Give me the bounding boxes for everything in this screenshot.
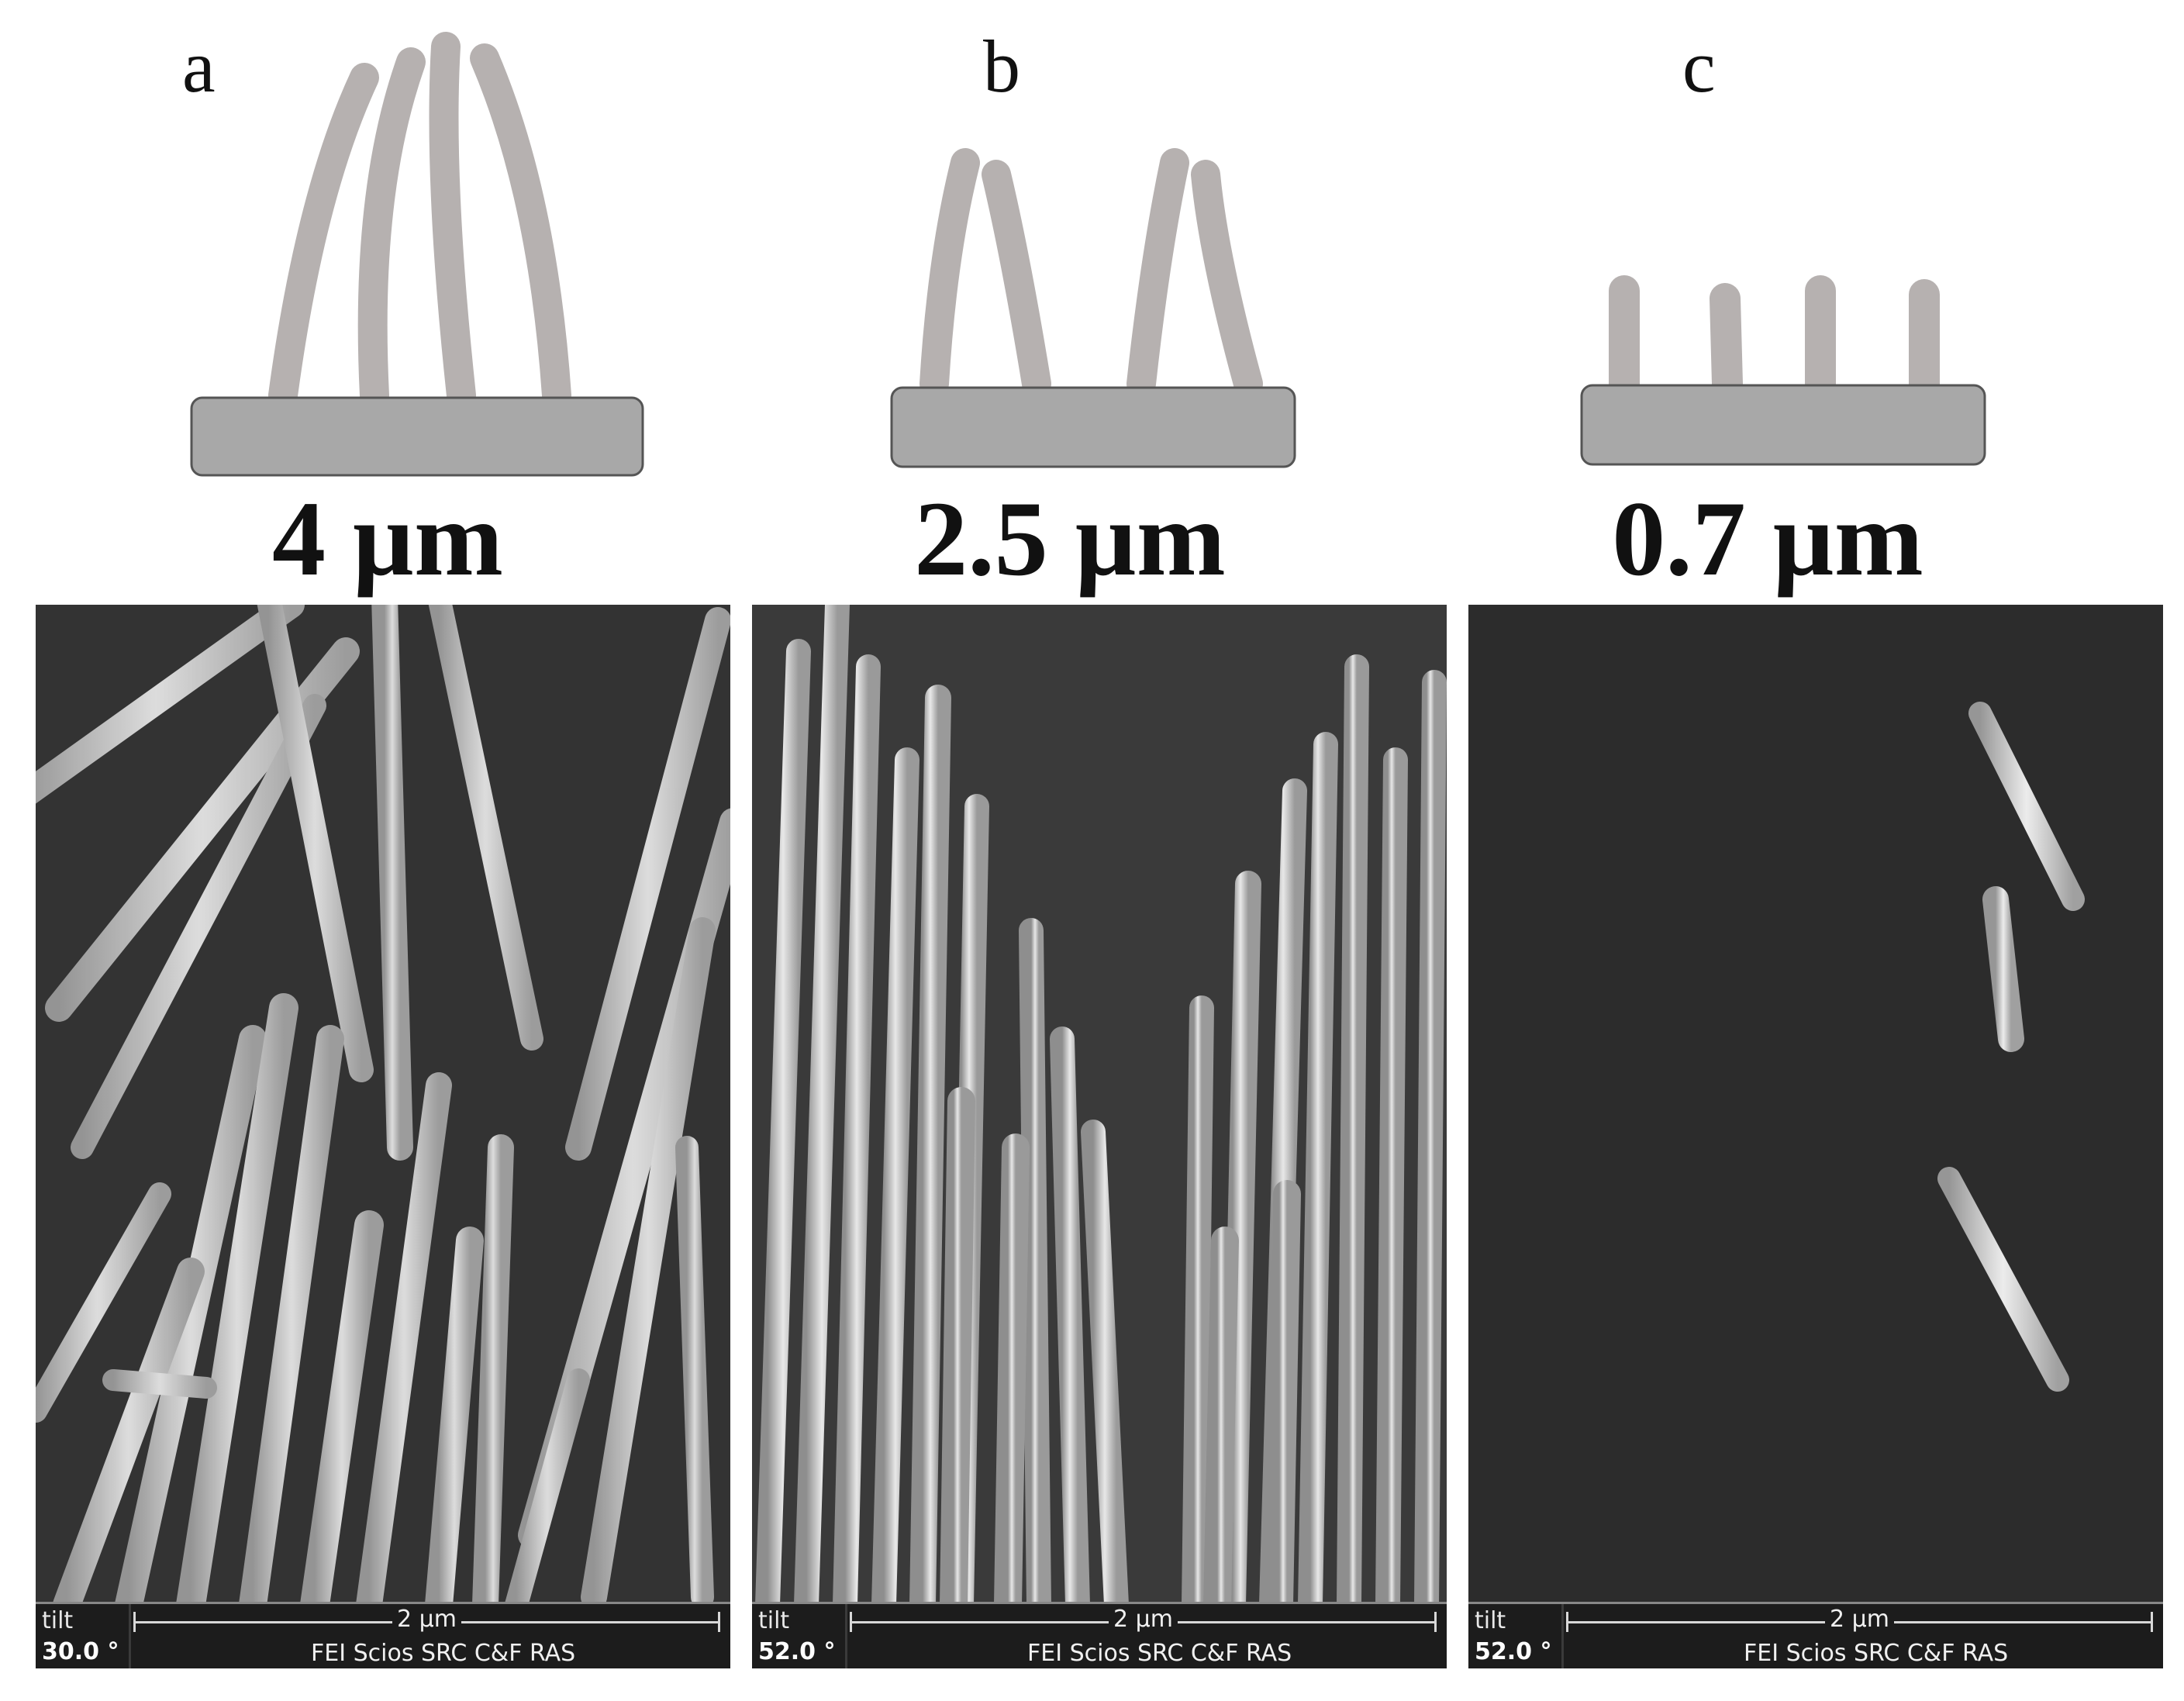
instrument-label: FEI Scios SRC C&F RAS <box>1027 1640 1292 1667</box>
scale-bar-end <box>718 1612 720 1632</box>
scale-bar-label: 2 µm <box>1109 1606 1178 1633</box>
scale-bar-label: 2 µm <box>1825 1606 1894 1633</box>
schematic-c <box>1580 275 1986 466</box>
scale-bar-end <box>2151 1612 2153 1632</box>
schematic-a <box>190 32 644 477</box>
wire-b-1 <box>919 148 980 399</box>
instrument-label: FEI Scios SRC C&F RAS <box>1744 1640 2009 1667</box>
info-divider <box>1561 1604 1564 1668</box>
scale-bar-start <box>133 1612 136 1632</box>
wire-c-2 <box>1710 283 1743 399</box>
panel-letter-b: b <box>983 25 1020 108</box>
wire-a-2 <box>357 47 426 410</box>
sem-texture-a <box>36 605 730 1605</box>
scale-bar-start <box>850 1612 852 1632</box>
scale-bar-start <box>1566 1612 1568 1632</box>
schematic-b <box>890 148 1296 468</box>
sem-info-bar-a: tilt 30.0 ° 2 µm FEI Scios SRC C&F RAS <box>36 1602 730 1668</box>
sem-info-bar-b: tilt 52.0 ° 2 µm FEI Scios SRC C&F RAS <box>752 1602 1447 1668</box>
length-label-a: 4 µm <box>272 479 503 598</box>
tilt-value: 52.0 ° <box>1475 1638 1552 1665</box>
sem-texture-c <box>1468 605 2163 1605</box>
sem-image-c: tilt 52.0 ° 2 µm FEI Scios SRC C&F RAS <box>1468 605 2163 1668</box>
tilt-label: tilt <box>758 1607 790 1634</box>
sem-image-b: tilt 52.0 ° 2 µm FEI Scios SRC C&F RAS <box>752 605 1447 1668</box>
wire-b-4 <box>1191 160 1263 399</box>
sem-image-a: tilt 30.0 ° 2 µm FEI Scios SRC C&F RAS <box>36 605 730 1668</box>
tilt-label: tilt <box>42 1607 74 1634</box>
length-label-c: 0.7 µm <box>1612 479 1924 598</box>
wire-a-4 <box>470 43 571 410</box>
length-label-b: 2.5 µm <box>914 479 1226 598</box>
scale-bar-end <box>1434 1612 1437 1632</box>
panel-letter-a: a <box>182 25 216 108</box>
panel-letter-c: c <box>1682 25 1716 108</box>
wire-a-1 <box>268 63 379 410</box>
info-divider <box>129 1604 131 1668</box>
tilt-label: tilt <box>1475 1607 1506 1634</box>
sem-texture-b <box>752 605 1447 1605</box>
wire-b-3 <box>1127 148 1189 399</box>
substrate-c <box>1580 384 1986 466</box>
scale-bar-label: 2 µm <box>392 1606 461 1633</box>
tilt-value: 30.0 ° <box>42 1638 119 1665</box>
wire-a-3 <box>429 32 476 410</box>
instrument-label: FEI Scios SRC C&F RAS <box>311 1640 576 1667</box>
wire-b-2 <box>982 160 1051 399</box>
nanowire-schematics <box>190 32 1986 477</box>
substrate-b <box>890 386 1296 468</box>
substrate-a <box>190 396 644 477</box>
sem-info-bar-c: tilt 52.0 ° 2 µm FEI Scios SRC C&F RAS <box>1468 1602 2163 1668</box>
tilt-value: 52.0 ° <box>758 1638 836 1665</box>
info-divider <box>845 1604 847 1668</box>
